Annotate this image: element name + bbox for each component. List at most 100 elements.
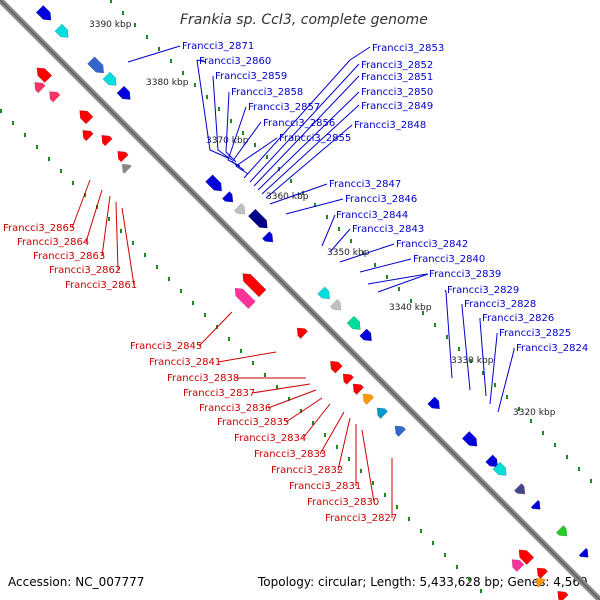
gene-arrow[interactable] [427,396,444,413]
gene-arrow[interactable] [87,56,108,77]
tick-mark [386,275,388,279]
gene-label[interactable]: Francci3_2843 [352,224,424,235]
gene-arrow[interactable] [261,231,276,246]
tick-mark [324,433,326,437]
gene-arrow[interactable] [79,127,94,142]
gene-arrow[interactable] [98,132,113,147]
tick-mark [120,229,122,233]
gene-label[interactable]: Francci3_2830 [307,497,379,508]
gene-arrow[interactable] [294,324,309,339]
gene-arrow[interactable] [205,174,226,195]
gene-arrow[interactable] [317,286,334,303]
gene-label[interactable]: Francci3_2827 [325,513,397,524]
gene-label[interactable]: Francci3_2865 [3,223,75,234]
gene-label[interactable]: Francci3_2826 [482,313,554,324]
gene-arrow[interactable] [33,64,53,83]
gene-label[interactable]: Francci3_2871 [182,41,254,52]
gene-arrow[interactable] [392,422,407,437]
gene-label[interactable]: Francci3_2824 [516,343,588,354]
gene-arrow[interactable] [555,525,570,540]
gene-label[interactable]: Francci3_2864 [17,237,89,248]
gene-arrow[interactable] [533,575,546,588]
gene-label[interactable]: Francci3_2853 [372,43,444,54]
gene-arrow[interactable] [54,23,72,41]
gene-label[interactable]: Francci3_2856 [263,118,335,129]
gene-label[interactable]: Francci3_2837 [183,388,255,399]
gene-label[interactable]: Francci3_2848 [354,120,426,131]
gene-label[interactable]: Francci3_2859 [215,71,287,82]
gene-label[interactable]: Francci3_2855 [279,133,351,144]
gene-label[interactable]: Francci3_2831 [289,481,361,492]
gene-arrow[interactable] [114,148,129,163]
gene-arrow[interactable] [554,588,569,600]
gene-arrow[interactable] [508,556,525,572]
gene-arrow[interactable] [461,431,480,449]
gene-arrow[interactable] [46,88,61,103]
gene-label[interactable]: Francci3_2847 [329,179,401,190]
gene-label[interactable]: Francci3_2833 [254,449,326,460]
gene-arrow[interactable] [31,79,46,94]
gene-arrow[interactable] [35,5,54,23]
gene-label[interactable]: Francci3_2832 [271,465,343,476]
gene-arrow[interactable] [534,564,549,579]
gene-arrow[interactable] [76,107,94,125]
tick-mark [554,443,556,447]
gene-label[interactable]: Francci3_2842 [396,239,468,250]
gene-label[interactable]: Francci3_2829 [447,285,519,296]
gene-arrow[interactable] [360,390,375,405]
tick-mark [170,59,172,63]
gene-arrow[interactable] [239,270,267,298]
gene-label[interactable]: Francci3_2846 [345,194,417,205]
tick-mark [470,359,472,363]
gene-arrow[interactable] [340,370,355,385]
gene-label[interactable]: Francci3_2863 [33,251,105,262]
gene-arrow[interactable] [327,358,343,374]
gene-label[interactable]: Francci3_2861 [65,280,137,291]
kbp-tick: 3320 kbp [513,408,556,418]
tick-mark [158,47,160,51]
gene-label[interactable]: Francci3_2840 [413,254,485,265]
gene-arrow[interactable] [233,203,248,218]
gene-label[interactable]: Francci3_2838 [167,373,239,384]
gene-arrow[interactable] [578,547,592,561]
topology-text: Topology: circular; Length: 5,433,628 bp… [257,575,588,589]
gene-arrow[interactable] [359,328,376,345]
gene-label[interactable]: Francci3_2858 [231,87,303,98]
gene-label[interactable]: Francci3_2839 [429,269,501,280]
gene-arrow[interactable] [119,161,132,174]
tick-mark [242,131,244,135]
gene-arrow[interactable] [231,285,256,309]
gene-label[interactable]: Francci3_2850 [361,87,433,98]
gene-label[interactable]: Francci3_2852 [361,60,433,71]
gene-label[interactable]: Francci3_2828 [464,299,536,310]
gene-arrow[interactable] [350,380,365,395]
tick-mark [480,589,482,593]
gene-label[interactable]: Francci3_2835 [217,417,289,428]
gene-label[interactable]: Francci3_2841 [149,357,221,368]
gene-arrow[interactable] [515,546,535,565]
gene-arrow[interactable] [116,85,134,103]
gene-arrow[interactable] [329,299,344,314]
gene-label[interactable]: Francci3_2857 [248,102,320,113]
gene-label[interactable]: Francci3_2860 [199,56,271,67]
gene-arrow[interactable] [530,499,544,513]
gene-label[interactable]: Francci3_2825 [499,328,571,339]
gene-arrow[interactable] [102,71,120,89]
tick-mark [0,109,2,113]
gene-arrow[interactable] [485,454,502,471]
gene-label[interactable]: Francci3_2845 [130,341,202,352]
gene-arrow[interactable] [374,404,389,419]
gene-label[interactable]: Francci3_2844 [336,210,408,221]
gene-arrow[interactable] [346,315,364,333]
gene-arrow[interactable] [247,208,271,232]
gene-label[interactable]: Francci3_2851 [361,72,433,83]
gene-arrow[interactable] [513,483,528,498]
gene-label[interactable]: Francci3_2849 [361,101,433,112]
gene-label[interactable]: Francci3_2834 [234,433,306,444]
gene-label[interactable]: Francci3_2836 [199,403,271,414]
gene-label[interactable]: Francci3_2862 [49,265,121,276]
gene-arrow[interactable] [492,461,510,479]
gene-arrow[interactable] [221,191,236,206]
